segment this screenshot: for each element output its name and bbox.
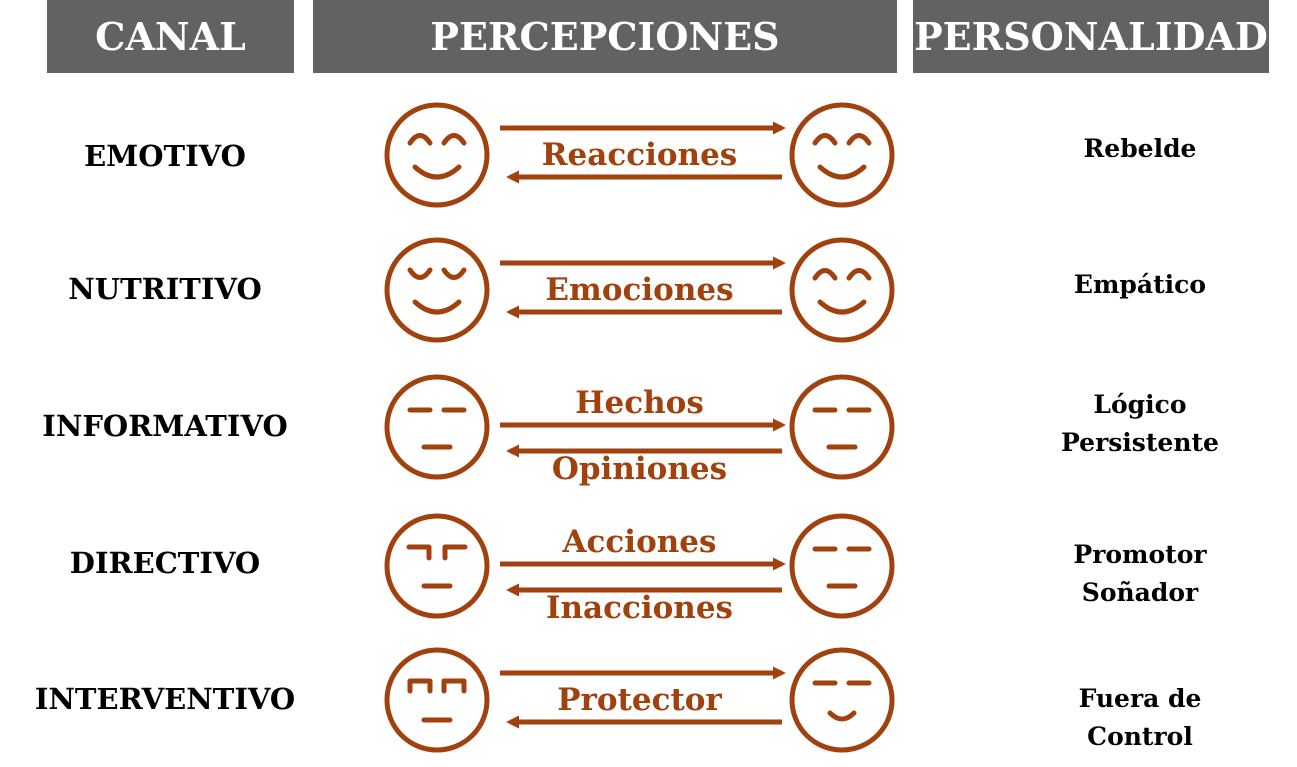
personalidad-line: Control [1087, 722, 1193, 751]
header-canal: CANAL [47, 0, 294, 73]
calm-smile-icon [789, 647, 895, 753]
personalidad-label: Fuera de Control [1025, 680, 1255, 756]
worried-icon [384, 647, 490, 753]
header-percepciones: PERCEPCIONES [313, 0, 897, 73]
personalidad-line: Rebelde [1083, 134, 1197, 163]
perception-row: Protector [384, 647, 895, 753]
happy-icon [384, 102, 490, 208]
personalidad-label: Lógico Persistente [1025, 386, 1255, 462]
personalidad-line: Soñador [1081, 578, 1199, 607]
personalidad-label: Rebelde [1025, 130, 1255, 168]
stern-icon [384, 513, 490, 619]
neutral-icon [789, 374, 895, 480]
canal-label: NUTRITIVO [68, 272, 262, 306]
happy-icon [789, 237, 895, 343]
personalidad-line: Empático [1073, 270, 1207, 299]
arrow-label: Emociones [545, 272, 733, 308]
content-closed-eyes-icon [384, 237, 490, 343]
personalidad-label: Empático [1025, 266, 1255, 304]
personalidad-line: Persistente [1061, 428, 1219, 457]
rows-layer: ReaccionesEmocionesHechosOpinionesAccion… [384, 102, 895, 753]
personalidad-line: Fuera de [1078, 684, 1202, 713]
happy-icon [789, 102, 895, 208]
neutral-icon [384, 374, 490, 480]
canal-label: EMOTIVO [84, 139, 246, 173]
personalidad-line: Promotor [1073, 540, 1207, 569]
canal-label: INFORMATIVO [42, 409, 288, 443]
canal-label: INTERVENTIVO [34, 682, 296, 716]
personalidad-line: Lógico [1093, 390, 1187, 419]
canal-label: DIRECTIVO [69, 546, 261, 580]
neutral-icon [789, 513, 895, 619]
arrow-label: Reacciones [542, 137, 738, 173]
personalidad-label: Promotor Soñador [1025, 536, 1255, 612]
arrow-label: Hechos [575, 385, 704, 421]
arrow-label: Inacciones [546, 590, 733, 626]
arrow-label: Acciones [562, 524, 717, 560]
arrow-label: Opiniones [552, 451, 727, 487]
perception-row: Reacciones [384, 102, 895, 208]
perception-row: Emociones [384, 237, 895, 343]
header-personalidad: PERSONALIDAD [913, 0, 1269, 73]
arrow-label: Protector [557, 682, 722, 718]
